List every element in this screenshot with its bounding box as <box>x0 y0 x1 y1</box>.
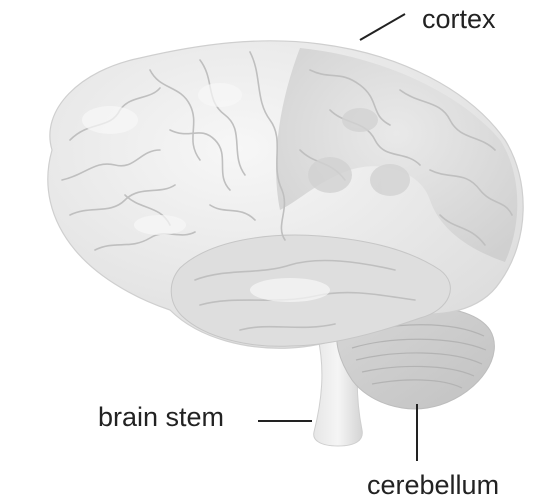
cerebellum-label: cerebellum <box>367 472 499 499</box>
cortex-label: cortex <box>422 6 496 33</box>
brain-stem-label: brain stem <box>98 404 224 431</box>
cortex-leader-line <box>360 14 405 40</box>
